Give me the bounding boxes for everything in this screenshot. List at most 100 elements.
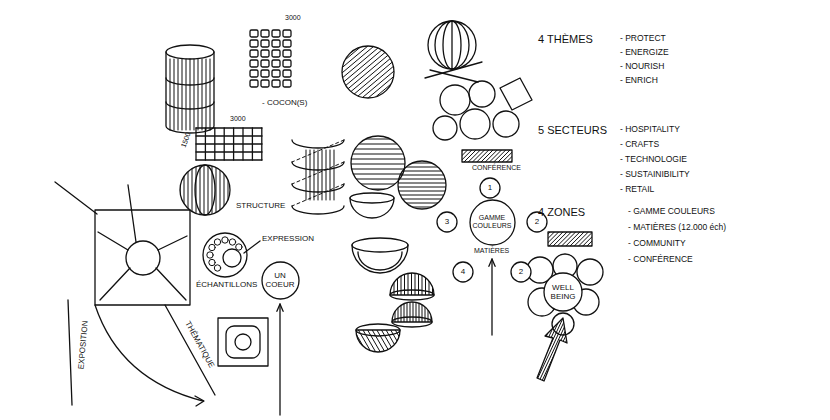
grid-line xyxy=(261,128,262,160)
hatch-line xyxy=(184,163,185,217)
sketch-note: 3000 xyxy=(230,115,246,123)
hatch-line xyxy=(366,319,390,361)
cocoon-ring xyxy=(166,78,214,85)
hatch-line xyxy=(390,261,391,309)
hatch-line xyxy=(404,290,405,334)
sample-dot xyxy=(214,265,220,271)
grid-line xyxy=(205,128,206,160)
hatch-line xyxy=(356,325,380,367)
hatch-line xyxy=(396,179,448,180)
circle-shape xyxy=(511,262,531,282)
hatch-line xyxy=(547,322,577,387)
panel-cell xyxy=(261,30,269,37)
hatch-line xyxy=(545,214,585,254)
circle-shape xyxy=(544,273,582,311)
hatch-line xyxy=(341,48,384,84)
cluster-circle xyxy=(469,81,495,107)
cocoon-slat xyxy=(174,59,175,130)
panel-cell xyxy=(250,60,258,67)
hatch-line xyxy=(434,290,435,334)
cluster-circle xyxy=(440,85,470,115)
cocoon-body xyxy=(166,52,214,133)
panel-cell xyxy=(250,30,258,37)
hatch-line xyxy=(436,261,437,309)
sketch-note: EXPOSITION xyxy=(77,320,90,369)
plan-ray xyxy=(158,236,187,250)
grid-line xyxy=(242,128,243,160)
sample-dot xyxy=(229,239,235,245)
cocoon-top xyxy=(166,45,214,59)
hatch-line xyxy=(396,211,448,212)
hatch-line xyxy=(552,221,592,261)
dome-rim xyxy=(390,290,434,300)
hatched-bar xyxy=(530,199,608,277)
hatch-line xyxy=(228,163,229,217)
hatch-line xyxy=(396,175,448,176)
hatch-line xyxy=(354,63,397,99)
striped-sphere xyxy=(396,159,448,211)
sketch-note: - ENRICH xyxy=(620,76,658,85)
panel-cell xyxy=(283,70,291,77)
cocoon-slat xyxy=(186,59,187,130)
hatch-line xyxy=(362,72,405,108)
hatch-line xyxy=(518,308,548,373)
hatch-line xyxy=(547,216,587,256)
hatch-line xyxy=(192,163,193,217)
spiral-turn xyxy=(292,140,344,148)
hatch-line xyxy=(349,139,407,140)
hatched-bar-outline xyxy=(548,232,592,246)
hatch-line xyxy=(347,54,390,90)
dome xyxy=(392,290,434,334)
circle-shape xyxy=(453,262,473,282)
grid-line xyxy=(214,128,215,160)
hatch-line xyxy=(396,203,448,204)
hatch-line xyxy=(396,199,448,200)
panel-cell xyxy=(261,70,269,77)
hatch-line xyxy=(220,163,221,217)
hatch-line xyxy=(200,163,201,217)
hatch-line xyxy=(522,311,552,376)
panel-cell xyxy=(272,60,280,67)
spiral-slat xyxy=(310,150,311,200)
striped-sphere-outline xyxy=(398,161,446,209)
circle-shape xyxy=(437,212,457,232)
hatch-line xyxy=(344,51,387,87)
bowl-inner xyxy=(358,252,402,270)
striped-sphere-outline xyxy=(351,136,405,190)
sketch-note: 4 THÈMES xyxy=(538,33,593,45)
circle-shape xyxy=(262,262,299,299)
bowl xyxy=(352,245,408,273)
spiral-slat xyxy=(334,150,335,200)
hatched-sphere-outline xyxy=(342,46,394,98)
panel-cell xyxy=(283,60,291,67)
hatch-line xyxy=(536,317,566,382)
hatch-line xyxy=(425,290,426,334)
hatch-line xyxy=(422,290,423,334)
plan-ray xyxy=(55,182,97,214)
sketch-note: - ENERGIZE xyxy=(620,48,669,57)
sample-dot xyxy=(222,237,228,243)
panel-cell xyxy=(250,40,258,47)
spiral-slat xyxy=(322,150,323,200)
zone-label: GAMME COULEURS xyxy=(473,214,512,230)
cocoon-slat xyxy=(170,59,171,130)
cluster-circle xyxy=(577,259,603,285)
sketch-note: MATIÈRES xyxy=(474,247,509,255)
sketch-note: - NOURISH xyxy=(620,62,664,71)
hatch-line xyxy=(329,33,372,69)
cluster-circle xyxy=(460,109,490,139)
panel-cell xyxy=(283,30,291,37)
hatch-line xyxy=(396,171,448,172)
sketch-note: - MATIÈRES (12.000 éch) xyxy=(628,223,726,232)
panel-cell xyxy=(272,50,280,57)
sketch-note: - GAMME COULEURS xyxy=(628,207,715,216)
hatch-line xyxy=(349,57,392,93)
cluster-circle xyxy=(493,111,519,137)
arrow-head xyxy=(195,396,204,406)
sketch-note: 5 SECTEURS xyxy=(538,124,607,136)
hatch-line xyxy=(365,75,408,111)
exposition-line xyxy=(68,300,72,405)
hatch-line xyxy=(376,313,400,355)
hatch-line xyxy=(339,45,382,81)
